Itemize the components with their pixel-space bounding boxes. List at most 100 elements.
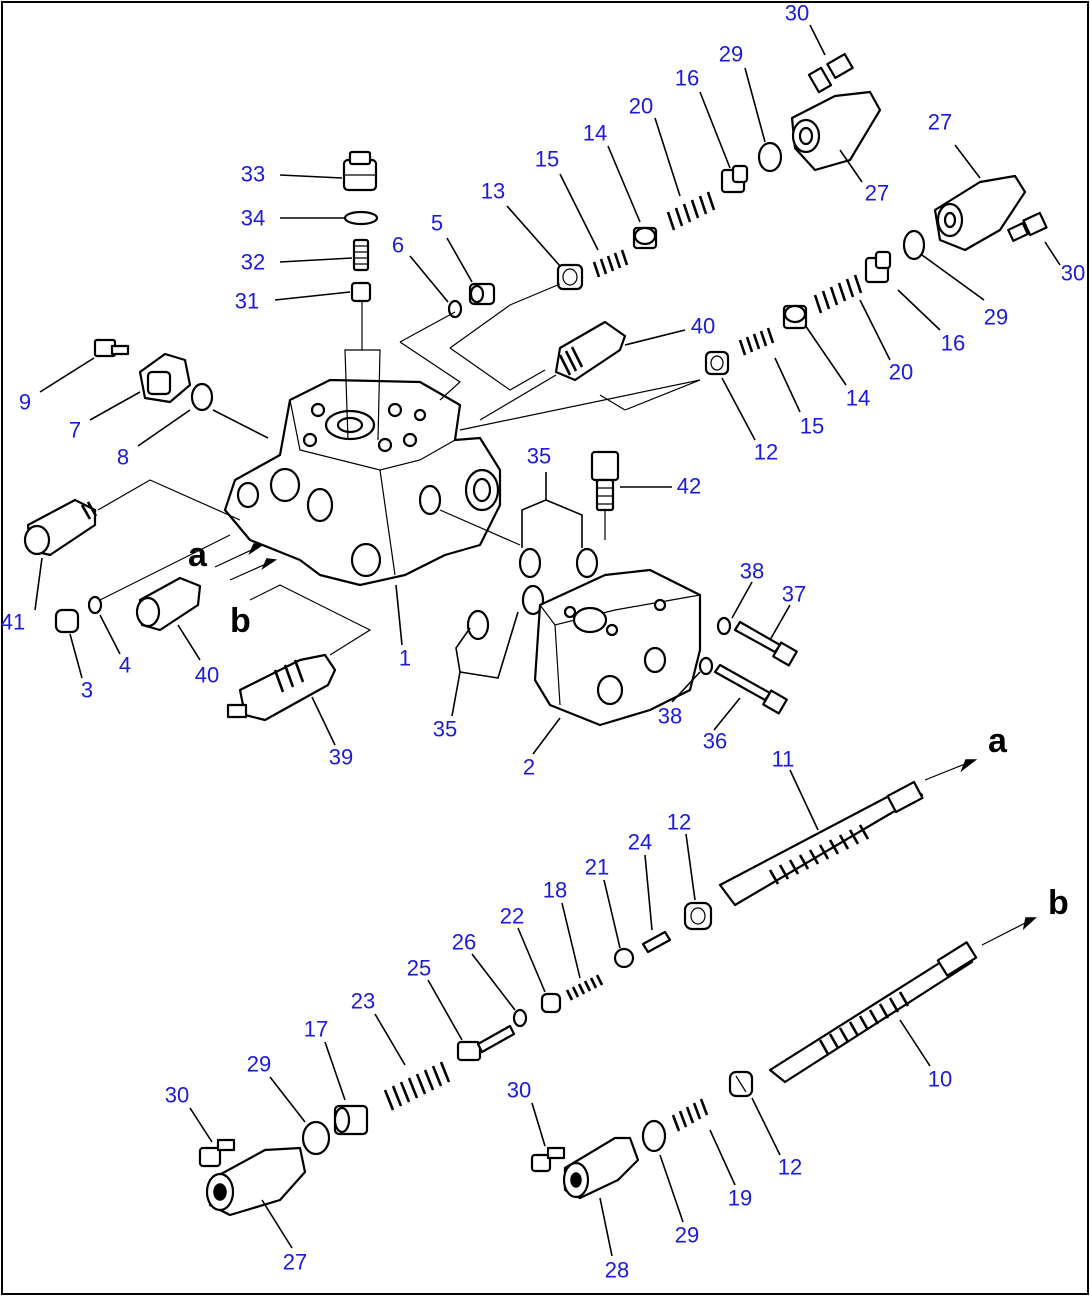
part-label-27: 27 [928,110,952,135]
bolt-30-top [807,52,854,94]
spool-10 [768,941,978,1084]
part-label-19: 19 [728,1186,752,1211]
part-label-9: 9 [19,390,31,415]
part-label-42: 42 [677,474,701,499]
part-label-29: 29 [719,42,743,67]
stopper-17 [333,1104,369,1136]
cover-7 [138,352,192,404]
leader-lines [34,24,1061,1257]
spring-23 [383,1061,451,1111]
part-label-15: 15 [535,147,559,172]
part-label-12: 12 [778,1155,802,1180]
part-label-21: 21 [585,855,609,880]
seal-12-middle [683,901,713,931]
part-label-12: 12 [754,440,778,465]
relief-plug-33 [342,150,378,192]
ref-a-left: a [188,536,208,574]
part-label-40: 40 [195,663,219,688]
part-label-14: 14 [846,386,870,411]
oring-29-top [757,141,783,173]
part-label-14: 14 [583,121,607,146]
valve-42 [590,450,620,512]
oring-4 [87,595,103,615]
cap-27-lower [205,1146,307,1217]
bolt-30-lower-left [198,1138,236,1168]
oring-35-d [466,609,490,641]
spring-20-top [666,191,716,231]
valve-39 [226,653,337,722]
part-label-10: 10 [928,1067,952,1092]
seal-13 [556,263,584,291]
part-label-16: 16 [941,331,965,356]
valve-40-upper [554,320,627,382]
cap-28 [562,1136,640,1200]
seal-12-lower [728,1070,754,1098]
spring-32 [352,238,370,272]
part-label-18: 18 [543,878,567,903]
part-label-38: 38 [658,704,682,729]
bolt-25 [456,1024,516,1062]
part-label-22: 22 [500,904,524,929]
part-label-25: 25 [407,956,431,981]
part-label-29: 29 [675,1223,699,1248]
part-label-4: 4 [119,653,131,678]
oring-8 [190,382,214,412]
oring-29-right [902,229,926,261]
stopper-16-top [720,164,749,194]
bolt-30-lower-right [530,1146,566,1173]
part-label-34: 34 [241,206,265,231]
part-label-20: 20 [629,94,653,119]
part-label-37: 37 [782,582,806,607]
part-label-36: 36 [703,729,727,754]
part-label-29: 29 [984,305,1008,330]
collar-21 [613,947,635,969]
part-label-11: 11 [772,747,795,772]
oring-29-lower-right [641,1119,667,1153]
part-label-5: 5 [431,211,443,236]
cap-27-top [790,90,882,172]
oring-34 [343,210,379,226]
valve-41 [23,498,98,557]
spring-18 [565,974,604,1001]
part-label-30: 30 [165,1083,189,1108]
spring-19 [671,1098,709,1132]
part-label-31: 31 [235,289,259,314]
part-label-20: 20 [889,360,913,385]
spool-11 [718,780,924,907]
valve-31 [350,281,372,303]
part-label-38: 38 [740,559,764,584]
part-label-6: 6 [392,233,404,258]
plug-5 [468,282,496,306]
bolt-37 [733,620,798,667]
spring-15-top [592,249,629,278]
washer-38-upper [716,616,732,636]
part-label-3: 3 [81,678,93,703]
part-label-39: 39 [329,745,353,770]
valve-body-1 [223,378,502,587]
part-label-1: 1 [399,646,411,671]
retainer-14-top [632,226,658,250]
ref-a-right: a [988,722,1008,760]
reference-letters: a b a b [188,536,1069,922]
bolt-36 [713,663,788,715]
part-label-30: 30 [507,1078,531,1103]
part-label-7: 7 [69,418,81,443]
part-label-27: 27 [283,1250,307,1275]
part-label-8: 8 [117,445,129,470]
part-label-35: 35 [433,717,457,742]
plug-3 [54,608,80,634]
part-label-2: 2 [523,755,535,780]
part-label-15: 15 [800,414,824,439]
bolt-9 [93,338,130,358]
part-label-40: 40 [691,314,715,339]
part-label-26: 26 [452,930,476,955]
oring-29-lower-left [301,1120,331,1156]
bolt-30-right [1007,211,1048,242]
retainer-22 [540,992,562,1014]
part-label-30: 30 [1061,261,1085,286]
spring-20-right [813,274,863,314]
washer-38-lower [698,656,714,676]
ref-b-right: b [1048,884,1069,922]
